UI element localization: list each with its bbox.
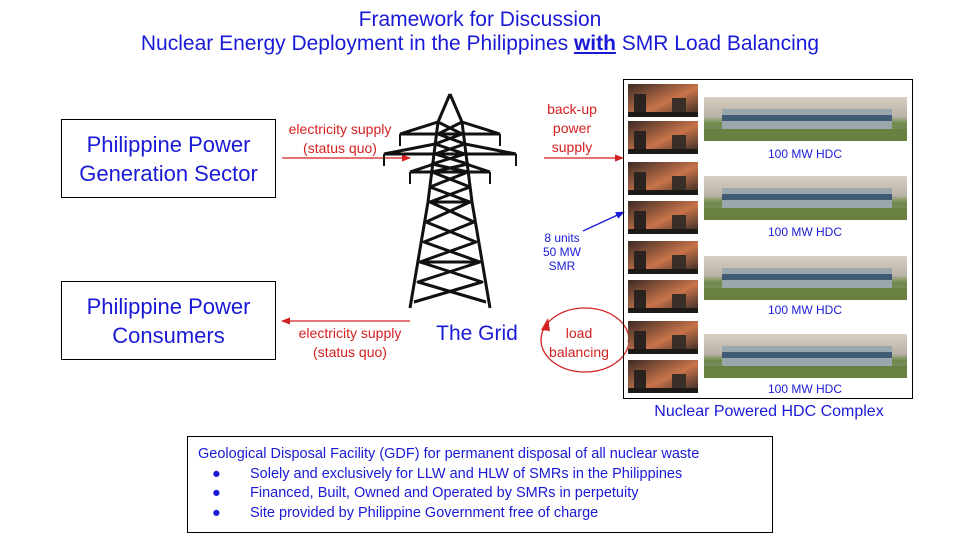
hdc-photo [704,176,907,220]
hdc-photo [704,256,907,300]
hdc-photo [704,334,907,378]
generation-sector-box: Philippine Power Generation Sector [61,119,276,198]
load-balancing-label: load balancing [543,324,615,362]
gdf-bullet-text: Financed, Built, Owned and Operated by S… [250,485,639,501]
grid-label: The Grid [436,322,518,345]
smr-line-1: 8 units [544,231,580,245]
hdc-complex-label: Nuclear Powered HDC Complex [654,403,884,420]
supply-in-line-2: (status quo) [303,140,377,156]
smr-photo [628,84,698,117]
smr-photo [628,360,698,393]
bullet-icon: ● [212,465,221,482]
title-line-2: Nuclear Energy Deployment in the Philipp… [0,32,960,56]
smr-photo [628,162,698,195]
power-consumers-box: Philippine Power Consumers [61,281,276,360]
generation-sector-label: Philippine Power Generation Sector [79,131,258,186]
gdf-heading: Geological Disposal Facility (GDF) for p… [198,446,700,462]
load-line-2: balancing [549,344,609,360]
smr-pointer-arrow [582,211,625,232]
bullet-icon: ● [212,504,221,521]
supply-out-label: electricity supply (status quo) [280,324,420,362]
transmission-tower-icon [383,93,517,309]
smr-photo [628,280,698,313]
load-line-1: load [565,325,593,341]
title-line-2-emphasis: with [573,32,616,55]
backup-line-2: power [552,120,592,136]
smr-photo [628,121,698,154]
gdf-bullet-text: Site provided by Philippine Government f… [250,504,599,521]
power-consumers-label: Philippine Power Consumers [86,293,251,348]
title-line-2-pre: Nuclear Energy Deployment in the Philipp… [140,32,574,55]
smr-photo [628,241,698,274]
backup-supply-label: back-up power supply [540,100,604,157]
load-balancing-arrowhead [541,318,550,331]
gdf-bullet-text: Solely and exclusively for LLW and HLW o… [250,465,683,482]
gdf-box: Geological Disposal Facility (GDF) for p… [187,436,773,533]
smr-line-2: 50 MW [542,245,581,259]
hdc-photo [704,97,907,141]
hdc-complex-frame: 100 MW HDC 100 MW HDC 100 MW HDC 100 MW … [623,79,913,399]
title-line-1: Framework for Discussion [358,8,602,31]
supply-in-label: electricity supply (status quo) [270,120,410,158]
gdf-bullet: ● Site provided by Philippine Government … [212,504,772,524]
hdc-label-1: 100 MW HDC [767,147,842,161]
supply-in-line-1: electricity supply [288,121,392,137]
smr-photo [628,201,698,234]
supply-out-line-2: (status quo) [313,344,387,360]
smr-line-3: SMR [548,259,576,273]
smr-photo [628,321,698,354]
title-line-2-post: SMR Load Balancing [615,32,820,55]
gdf-bullet: ● Solely and exclusively for LLW and HLW … [212,465,772,485]
supply-out-line-1: electricity supply [298,325,402,341]
smr-units-label: 8 units 50 MW SMR [536,231,588,273]
hdc-label-3: 100 MW HDC [767,303,842,317]
hdc-label-2: 100 MW HDC [767,225,842,239]
bullet-icon: ● [212,485,221,501]
backup-line-1: back-up [547,101,597,117]
gdf-bullet: ● Financed, Built, Owned and Operated by … [212,484,772,504]
hdc-label-4: 100 MW HDC [767,382,842,396]
backup-line-3: supply [551,139,593,155]
gdf-bullet-list: ● Solely and exclusively for LLW and HLW … [198,465,772,524]
